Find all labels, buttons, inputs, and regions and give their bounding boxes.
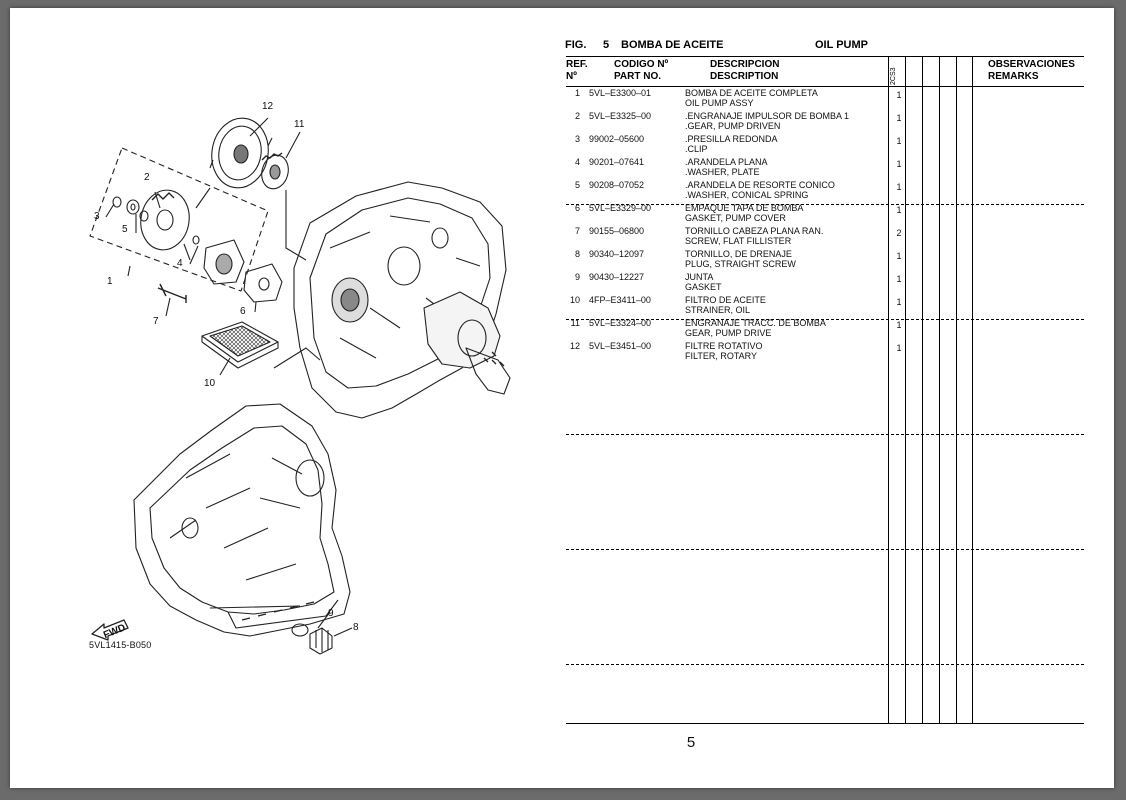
column-divider (972, 56, 973, 723)
lower-crankcase (133, 403, 351, 637)
fwd-label: FWD (102, 622, 127, 641)
callout-12: 12 (262, 101, 274, 112)
figure-number: 5 (603, 39, 610, 51)
table-bottom-rule (566, 723, 1084, 724)
page-number: 5 (686, 734, 696, 751)
driven-gear-part (140, 189, 190, 251)
group-separator (566, 664, 1084, 665)
callout-6: 6 (240, 306, 246, 317)
oil-pump-illustration: 12 11 2 3 5 4 1 6 7 10 9 8 FWD (89, 101, 511, 655)
callout-8: 8 (353, 622, 359, 633)
figure-label: FIG. (565, 39, 587, 51)
callout-2: 2 (144, 172, 150, 183)
exploded-diagram: 12 11 2 3 5 4 1 6 7 10 9 8 FWD 5VL1415-B… (10, 8, 570, 788)
header-bottom-rule (566, 86, 1084, 88)
callout-7: 7 (153, 316, 159, 327)
callout-4: 4 (177, 258, 183, 269)
callout-9: 9 (328, 608, 334, 619)
catalog-page: 12 11 2 3 5 4 1 6 7 10 9 8 FWD 5VL1415-B… (10, 8, 1114, 788)
callout-11: 11 (294, 119, 305, 130)
callout-10: 10 (204, 378, 216, 389)
drain-gasket-part (291, 623, 309, 637)
column-divider (905, 56, 906, 723)
screw-part (157, 283, 187, 303)
group-separator (566, 549, 1084, 550)
callout-3: 3 (94, 211, 100, 222)
drain-plug-part (309, 627, 333, 655)
pump-body-part (203, 239, 245, 285)
header-top-rule (566, 56, 1084, 57)
pump-cover-gasket (243, 263, 283, 303)
column-divider (956, 56, 957, 723)
callout-5: 5 (122, 224, 128, 235)
group-separator (566, 204, 1084, 205)
callout-1: 1 (107, 276, 113, 287)
figure-title-en: OIL PUMP (815, 39, 868, 51)
forward-arrow-icon (91, 619, 129, 641)
ref-column-header: REF.Nº (566, 59, 588, 82)
assembly-outline (89, 147, 269, 292)
group-separator (566, 434, 1084, 435)
figure-title-es: BOMBA DE ACEITE (621, 39, 724, 51)
column-divider (888, 56, 889, 723)
column-divider (922, 56, 923, 723)
column-divider (939, 56, 940, 723)
group-separator (566, 319, 1084, 320)
rotary-filter-part (211, 117, 269, 189)
figure-code: 5VL1415-B050 (89, 640, 152, 650)
